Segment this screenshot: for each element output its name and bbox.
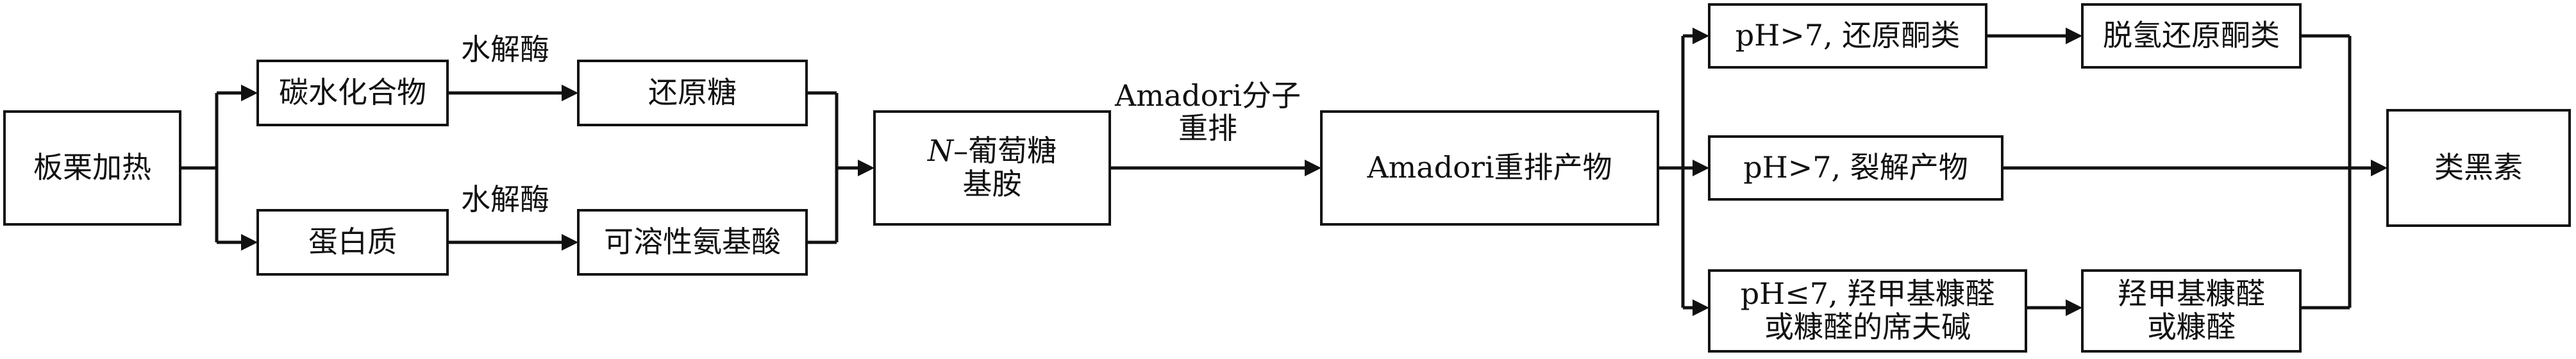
node-glucosamine-line1: N–葡萄糖 — [928, 135, 1057, 168]
split-line-amadori — [1659, 36, 1685, 308]
node-dehydro-reductone: 脱氢还原酮类 — [2081, 3, 2302, 69]
node-amadori-product-label: Amadori重排产物 — [1367, 150, 1612, 185]
arrowhead-amadori — [1305, 160, 1321, 176]
node-hmf-furfural-line2: 或糠醛 — [2147, 310, 2236, 344]
node-glucosamine-line2: 基胺 — [962, 167, 1022, 201]
node-melanoidin-label: 类黑素 — [2434, 150, 2523, 185]
node-glucosamine: N–葡萄糖 基胺 — [873, 110, 1111, 226]
arrowhead-carbohydrate — [241, 85, 258, 101]
arrowhead-dehydro — [2066, 28, 2082, 44]
node-dehydro-reductone-label: 脱氢还原酮类 — [2103, 18, 2280, 53]
merge-line-to-melanoidin — [2302, 34, 2352, 310]
node-hmf-furfural-line1: 羟甲基糠醛 — [2118, 276, 2265, 312]
node-carbohydrate: 碳水化合物 — [256, 60, 449, 126]
node-ph-gt7-cleavage: pH>7, 裂解产物 — [1708, 135, 2003, 201]
amadori-rearrangement-label: Amadori分子 重排 — [1111, 79, 1305, 144]
glucosamine-line1-rest: –葡萄糖 — [953, 133, 1057, 169]
arrowhead-ph-gt7-cleavage — [1693, 160, 1709, 176]
node-ph-le7-hmf-line2: 或糠醛的席夫碱 — [1764, 310, 1971, 344]
node-ph-gt7-reductone-label: pH>7, 还原酮类 — [1735, 18, 1961, 53]
node-melanoidin: 类黑素 — [2386, 109, 2571, 227]
node-chestnut-heating: 板栗加热 — [3, 110, 181, 226]
node-ph-le7-hmf-line1: pH≤7, 羟甲基糠醛 — [1740, 276, 1995, 312]
node-amadori-product: Amadori重排产物 — [1320, 110, 1659, 226]
amadori-rearrangement-line1: Amadori分子 — [1114, 78, 1301, 113]
node-ph-le7-hmf: pH≤7, 羟甲基糠醛 或糠醛的席夫碱 — [1708, 269, 2027, 353]
node-soluble-amino-acid-label: 可溶性氨基酸 — [604, 224, 781, 260]
node-ph-gt7-reductone: pH>7, 还原酮类 — [1708, 3, 1987, 69]
arrowhead-melanoidin — [2371, 160, 2388, 176]
merge-line-to-glucosamine — [808, 91, 858, 244]
node-carbohydrate-label: 碳水化合物 — [279, 75, 426, 110]
arrowhead-protein — [241, 234, 258, 251]
glucosamine-n-prefix: N — [927, 133, 954, 169]
node-protein: 蛋白质 — [256, 209, 449, 276]
amadori-rearrangement-line2: 重排 — [1178, 110, 1237, 146]
hydrolase-label-top: 水解酶 — [461, 32, 549, 67]
node-hmf-furfural: 羟甲基糠醛 或糠醛 — [2081, 269, 2302, 353]
node-reducing-sugar: 还原糖 — [577, 60, 808, 126]
node-chestnut-heating-label: 板栗加热 — [33, 150, 151, 185]
hydrolase-label-bottom: 水解酶 — [461, 182, 549, 217]
arrowhead-glucosamine — [858, 160, 874, 176]
node-soluble-amino-acid: 可溶性氨基酸 — [577, 209, 808, 276]
node-reducing-sugar-label: 还原糖 — [648, 75, 737, 110]
node-ph-gt7-cleavage-label: pH>7, 裂解产物 — [1743, 150, 1968, 185]
node-protein-label: 蛋白质 — [308, 224, 397, 260]
arrowhead-ph-le7 — [1693, 299, 1709, 316]
arrowhead-reducing-sugar — [562, 85, 578, 101]
arrowhead-ph-gt7-reductone — [1693, 28, 1709, 44]
split-line-heating — [181, 93, 219, 242]
arrowhead-hmf — [2066, 299, 2082, 316]
arrowhead-amino-acid — [562, 234, 578, 251]
